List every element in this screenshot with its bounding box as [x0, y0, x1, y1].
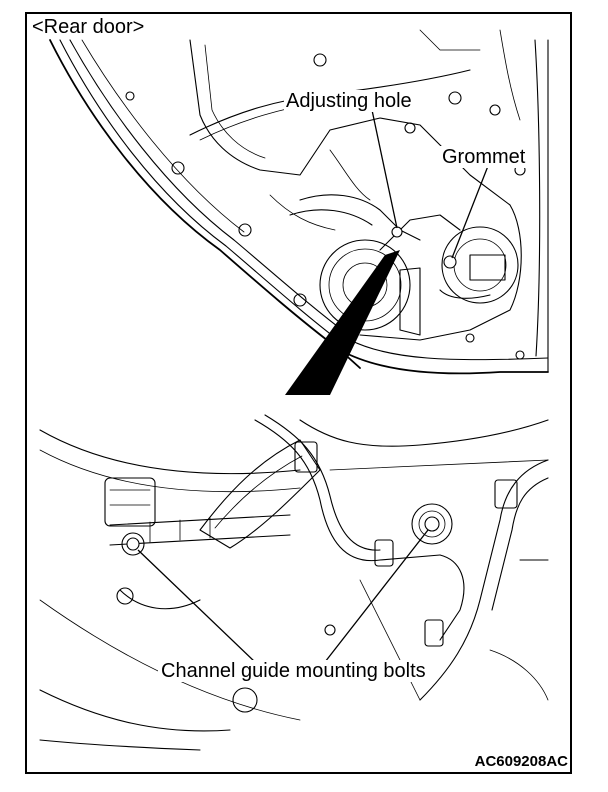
- diagram-frame: [25, 12, 572, 774]
- channel-bolt-left-leader: [137, 549, 256, 663]
- channel-guide-detail-drawing: [39, 414, 549, 751]
- grommet-leader: [451, 165, 489, 259]
- channel-guide-bolts-label: Channel guide mounting bolts: [158, 660, 429, 682]
- figure-code: AC609208AC: [472, 753, 570, 770]
- channel-bolt-right-leader: [324, 529, 429, 663]
- zoom-indicator-wedge: [285, 250, 400, 395]
- grommet-label: Grommet: [440, 146, 528, 168]
- diagram-title: <Rear door>: [30, 16, 147, 38]
- rear-door-panel-drawing: [49, 29, 549, 375]
- adjusting-hole-leader: [371, 109, 398, 229]
- adjusting-hole-label: Adjusting hole: [284, 90, 414, 112]
